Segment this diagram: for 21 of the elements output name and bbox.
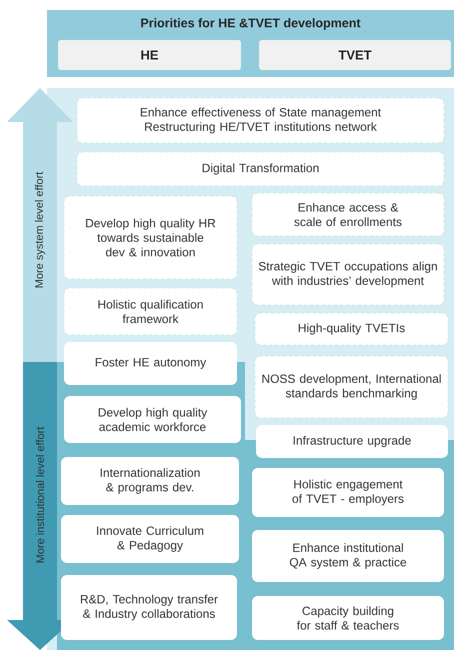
priority-box: R&D, Technology transfer & Industry collaborations	[61, 575, 237, 640]
priority-box: Capacity building for staff & teachers	[252, 596, 444, 640]
priority-box: High-quality TVETIs	[254, 312, 448, 346]
priority-box: NOSS development, International standards benchmarking	[254, 356, 448, 418]
priority-box: Internationalization & programs dev.	[61, 457, 239, 505]
axis-label: More system level effort	[34, 172, 46, 288]
priority-box: Enhance institutional QA system & practice	[252, 530, 444, 582]
priority-box: Foster HE autonomy	[64, 342, 237, 385]
column-header: TVET	[259, 40, 451, 70]
axis-label: More institutional level effort	[36, 426, 44, 562]
priority-box: Innovate Curriculum & Pedagogy	[61, 515, 239, 563]
priority-box: Strategic TVET occupations align with industries’ development	[252, 244, 444, 306]
priority-box: Enhance effectiveness of State management Restructuring HE/TVET institutions network	[76, 98, 444, 144]
priority-box: Infrastructure upgrade	[256, 425, 448, 458]
priority-box: Holistic engagement of TVET - employers	[252, 468, 444, 517]
priority-box: Develop high quality HR towards sustainable dev & innovation	[64, 196, 238, 280]
priority-box: Digital Transformation	[76, 152, 444, 186]
priority-box: Develop high quality academic workforce	[64, 396, 241, 443]
priority-box: Enhance access & scale of enrollments	[252, 192, 444, 236]
column-header: HE	[58, 40, 241, 70]
priority-box: Holistic qualification framework	[64, 288, 238, 336]
